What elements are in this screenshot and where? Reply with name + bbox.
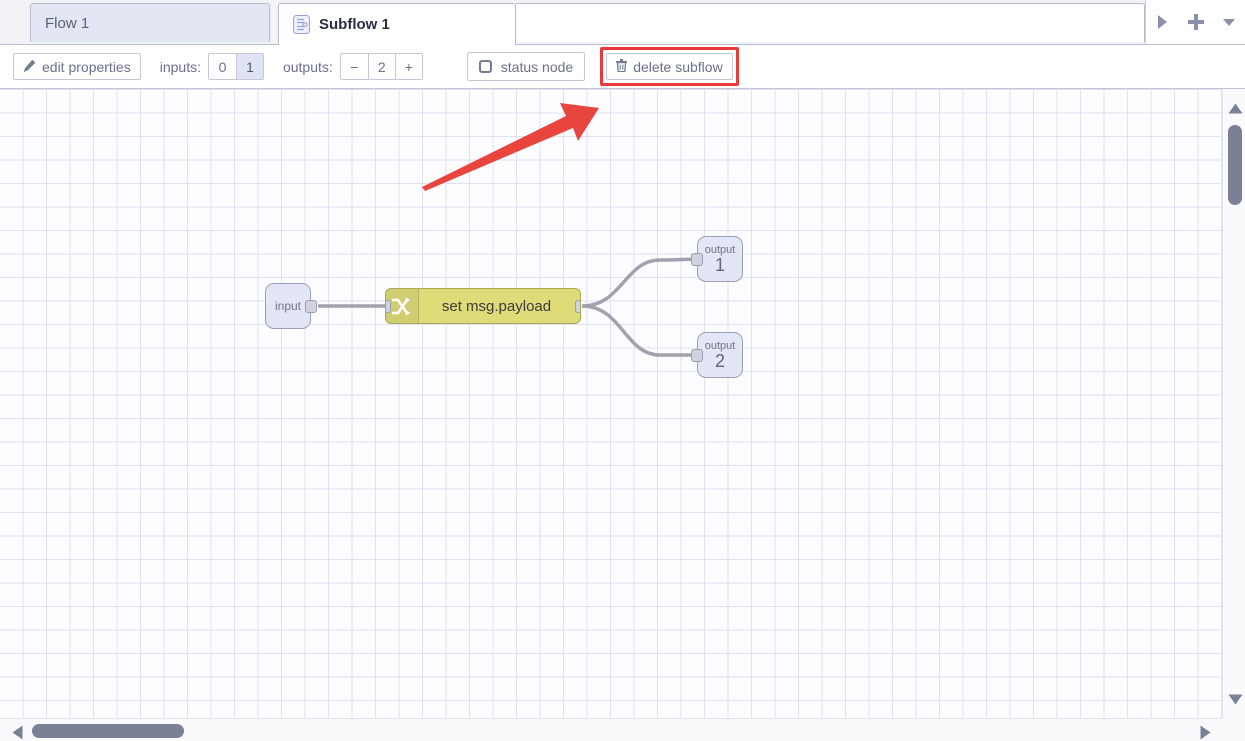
subflow-toolbar: edit properties inputs: 0 1 outputs: − 2… xyxy=(0,45,1245,89)
input-node-output-port[interactable] xyxy=(305,300,317,313)
tab-bar: Flow 1 Subflow 1 xyxy=(0,0,1245,45)
inputs-option-1[interactable]: 1 xyxy=(235,54,263,79)
inputs-option-0[interactable]: 0 xyxy=(208,54,236,79)
outputs-increment-button[interactable]: + xyxy=(394,54,422,79)
subflow-output-node-1[interactable]: output 1 xyxy=(691,236,743,282)
subflow-icon xyxy=(293,15,310,34)
red-arrow-annotation xyxy=(422,103,599,191)
scroll-up-arrow-icon[interactable] xyxy=(1227,102,1243,114)
status-node-label: status node xyxy=(500,58,574,75)
shuffle-icon xyxy=(386,289,419,323)
trash-icon xyxy=(616,58,633,75)
horizontal-scrollbar-thumb[interactable] xyxy=(32,724,184,738)
play-icon[interactable] xyxy=(1150,9,1176,35)
tab-bar-actions xyxy=(1145,0,1245,44)
pencil-icon xyxy=(23,59,42,75)
change-node-output-port[interactable] xyxy=(575,300,580,313)
change-node[interactable]: set msg.payload xyxy=(385,288,581,324)
change-node-input-port[interactable] xyxy=(386,300,391,313)
vertical-scrollbar-thumb[interactable] xyxy=(1228,125,1242,205)
outputs-value: 2 xyxy=(367,54,395,79)
inputs-label: inputs: xyxy=(159,58,201,75)
add-tab-icon[interactable] xyxy=(1183,9,1209,35)
subflow-output-node-2[interactable]: output 2 xyxy=(691,332,743,378)
chevron-down-icon[interactable] xyxy=(1216,9,1242,35)
outputs-label: outputs: xyxy=(282,58,333,75)
output-node-1-label: output xyxy=(704,243,736,256)
output-node-2-label: output xyxy=(704,339,736,352)
wire-change-to-output-2 xyxy=(581,304,701,357)
edit-properties-label: edit properties xyxy=(42,58,131,75)
outputs-decrement-button[interactable]: − xyxy=(340,54,368,79)
scroll-right-arrow-icon[interactable] xyxy=(1199,724,1211,740)
scroll-down-arrow-icon[interactable] xyxy=(1227,693,1243,705)
edit-properties-button[interactable]: edit properties xyxy=(13,53,141,80)
tab-subflow-1-label: Subflow 1 xyxy=(319,16,390,33)
tab-strip-filler xyxy=(516,3,1145,42)
subflow-input-node[interactable]: input xyxy=(265,283,317,329)
canvas-wires-layer xyxy=(318,103,702,357)
output-node-1-number: 1 xyxy=(714,254,725,275)
tab-flow-1-label: Flow 1 xyxy=(45,14,90,32)
inputs-spinner: 0 1 xyxy=(207,53,264,80)
output-node-1-input-port[interactable] xyxy=(691,253,703,266)
horizontal-scrollbar[interactable] xyxy=(0,718,1222,741)
output-node-2-input-port[interactable] xyxy=(691,349,703,362)
output-node-2-number: 2 xyxy=(714,350,725,371)
checkbox-icon xyxy=(478,60,492,73)
tab-subflow-1[interactable]: Subflow 1 xyxy=(278,3,516,45)
wire-change-to-output-1 xyxy=(581,257,702,308)
scrollbar-corner xyxy=(1222,718,1245,741)
status-node-checkbox[interactable]: status node xyxy=(466,52,586,81)
tabs-strip: Flow 1 Subflow 1 xyxy=(0,0,1145,45)
change-node-label: set msg.payload xyxy=(441,297,552,315)
vertical-scrollbar[interactable] xyxy=(1222,89,1245,718)
delete-subflow-button[interactable]: delete subflow xyxy=(606,53,733,80)
subflow-input-label: input xyxy=(274,299,302,313)
delete-subflow-highlight: delete subflow xyxy=(600,47,739,86)
tab-flow-1[interactable]: Flow 1 xyxy=(30,3,270,42)
flow-canvas[interactable]: input set msg.payload output 1 output 2 xyxy=(0,89,1222,718)
delete-subflow-label: delete subflow xyxy=(633,58,723,75)
outputs-spinner: − 2 + xyxy=(339,53,423,80)
scroll-left-arrow-icon[interactable] xyxy=(11,724,23,740)
